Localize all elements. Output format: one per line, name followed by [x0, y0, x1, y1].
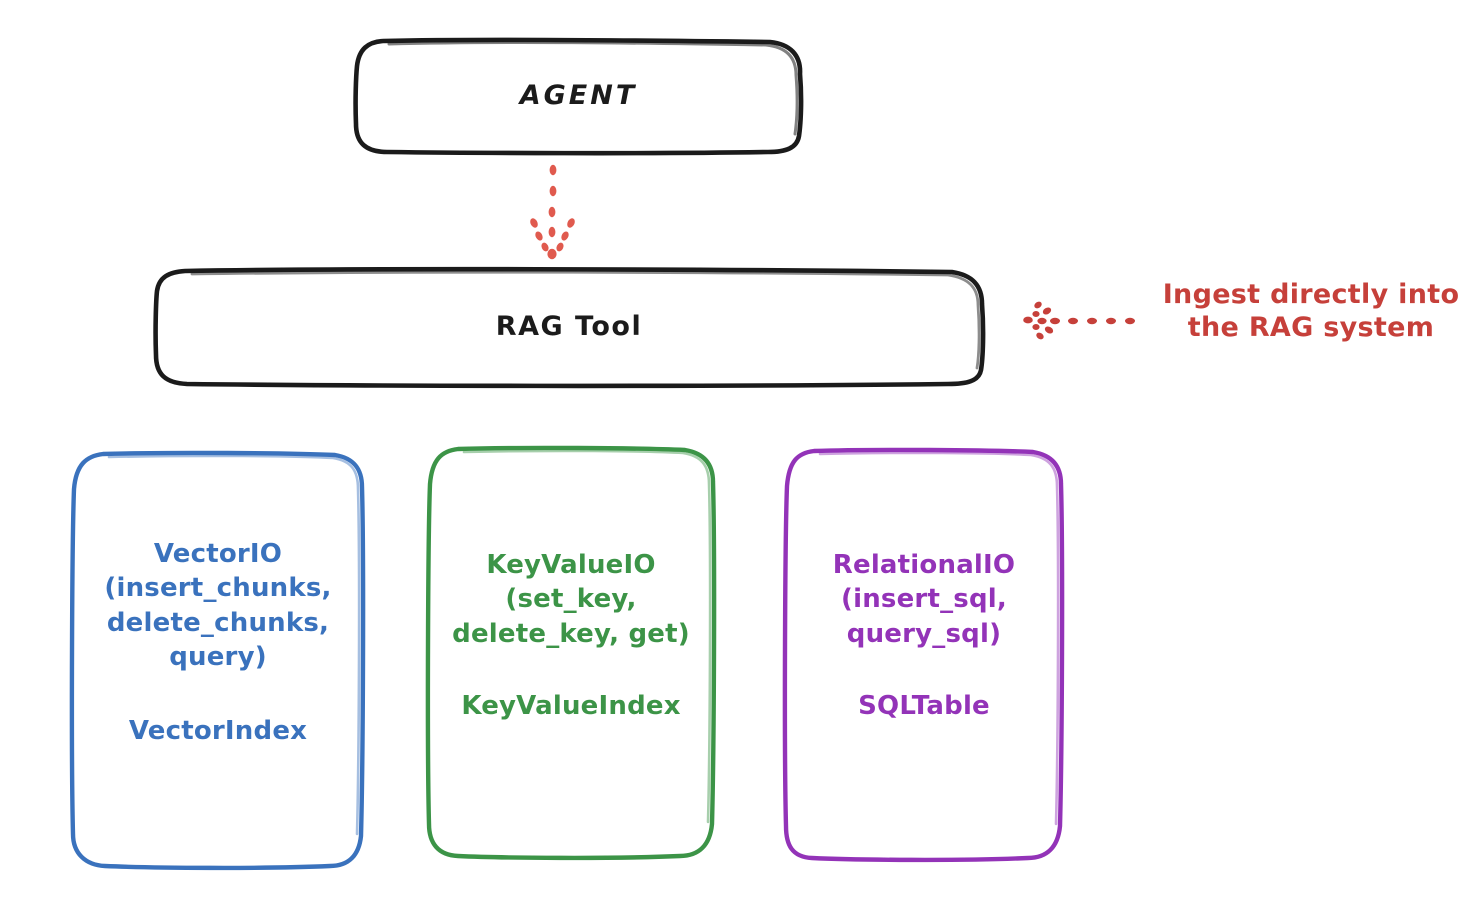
agent-label: AGENT [519, 80, 638, 112]
keyvalueio-sub-label: KeyValueIndex [461, 690, 681, 721]
vectorio-sub-label: VectorIndex [128, 716, 308, 747]
relationalio-node[interactable]: RelationalIO (insert_sql, query_sql) SQL… [786, 450, 1062, 859]
agent-box-outline [353, 37, 804, 156]
rag-tool-label: RAG Tool [495, 310, 643, 342]
vectorio-label: VectorIO (insert_chunks, delete_chunks, … [104, 539, 332, 672]
relationalio-sub-label: SQLTable [858, 690, 990, 721]
keyvalueio-box-outline [425, 445, 717, 861]
rag-tool-node[interactable]: RAG Tool [155, 270, 983, 384]
vectorio-node[interactable]: VectorIO (insert_chunks, delete_chunks, … [72, 453, 364, 867]
relationalio-label: RelationalIO (insert_sql, query_sql) [832, 550, 1016, 649]
vectorio-box-outline [69, 450, 366, 871]
keyvalueio-label: KeyValueIO (set_key, delete_key, get) [452, 550, 690, 649]
agent-node[interactable]: AGENT [355, 40, 802, 153]
ingest-dotted-arrow [1023, 301, 1135, 340]
keyvalueio-node[interactable]: KeyValueIO (set_key, delete_key, get) Ke… [428, 448, 714, 857]
ingest-annotation-text: Ingest directly into the RAG system [1162, 279, 1460, 343]
relationalio-box-outline [782, 447, 1065, 863]
rag-tool-box-outline [153, 266, 986, 389]
agent-to-rag-dotted-arrow [530, 164, 575, 260]
